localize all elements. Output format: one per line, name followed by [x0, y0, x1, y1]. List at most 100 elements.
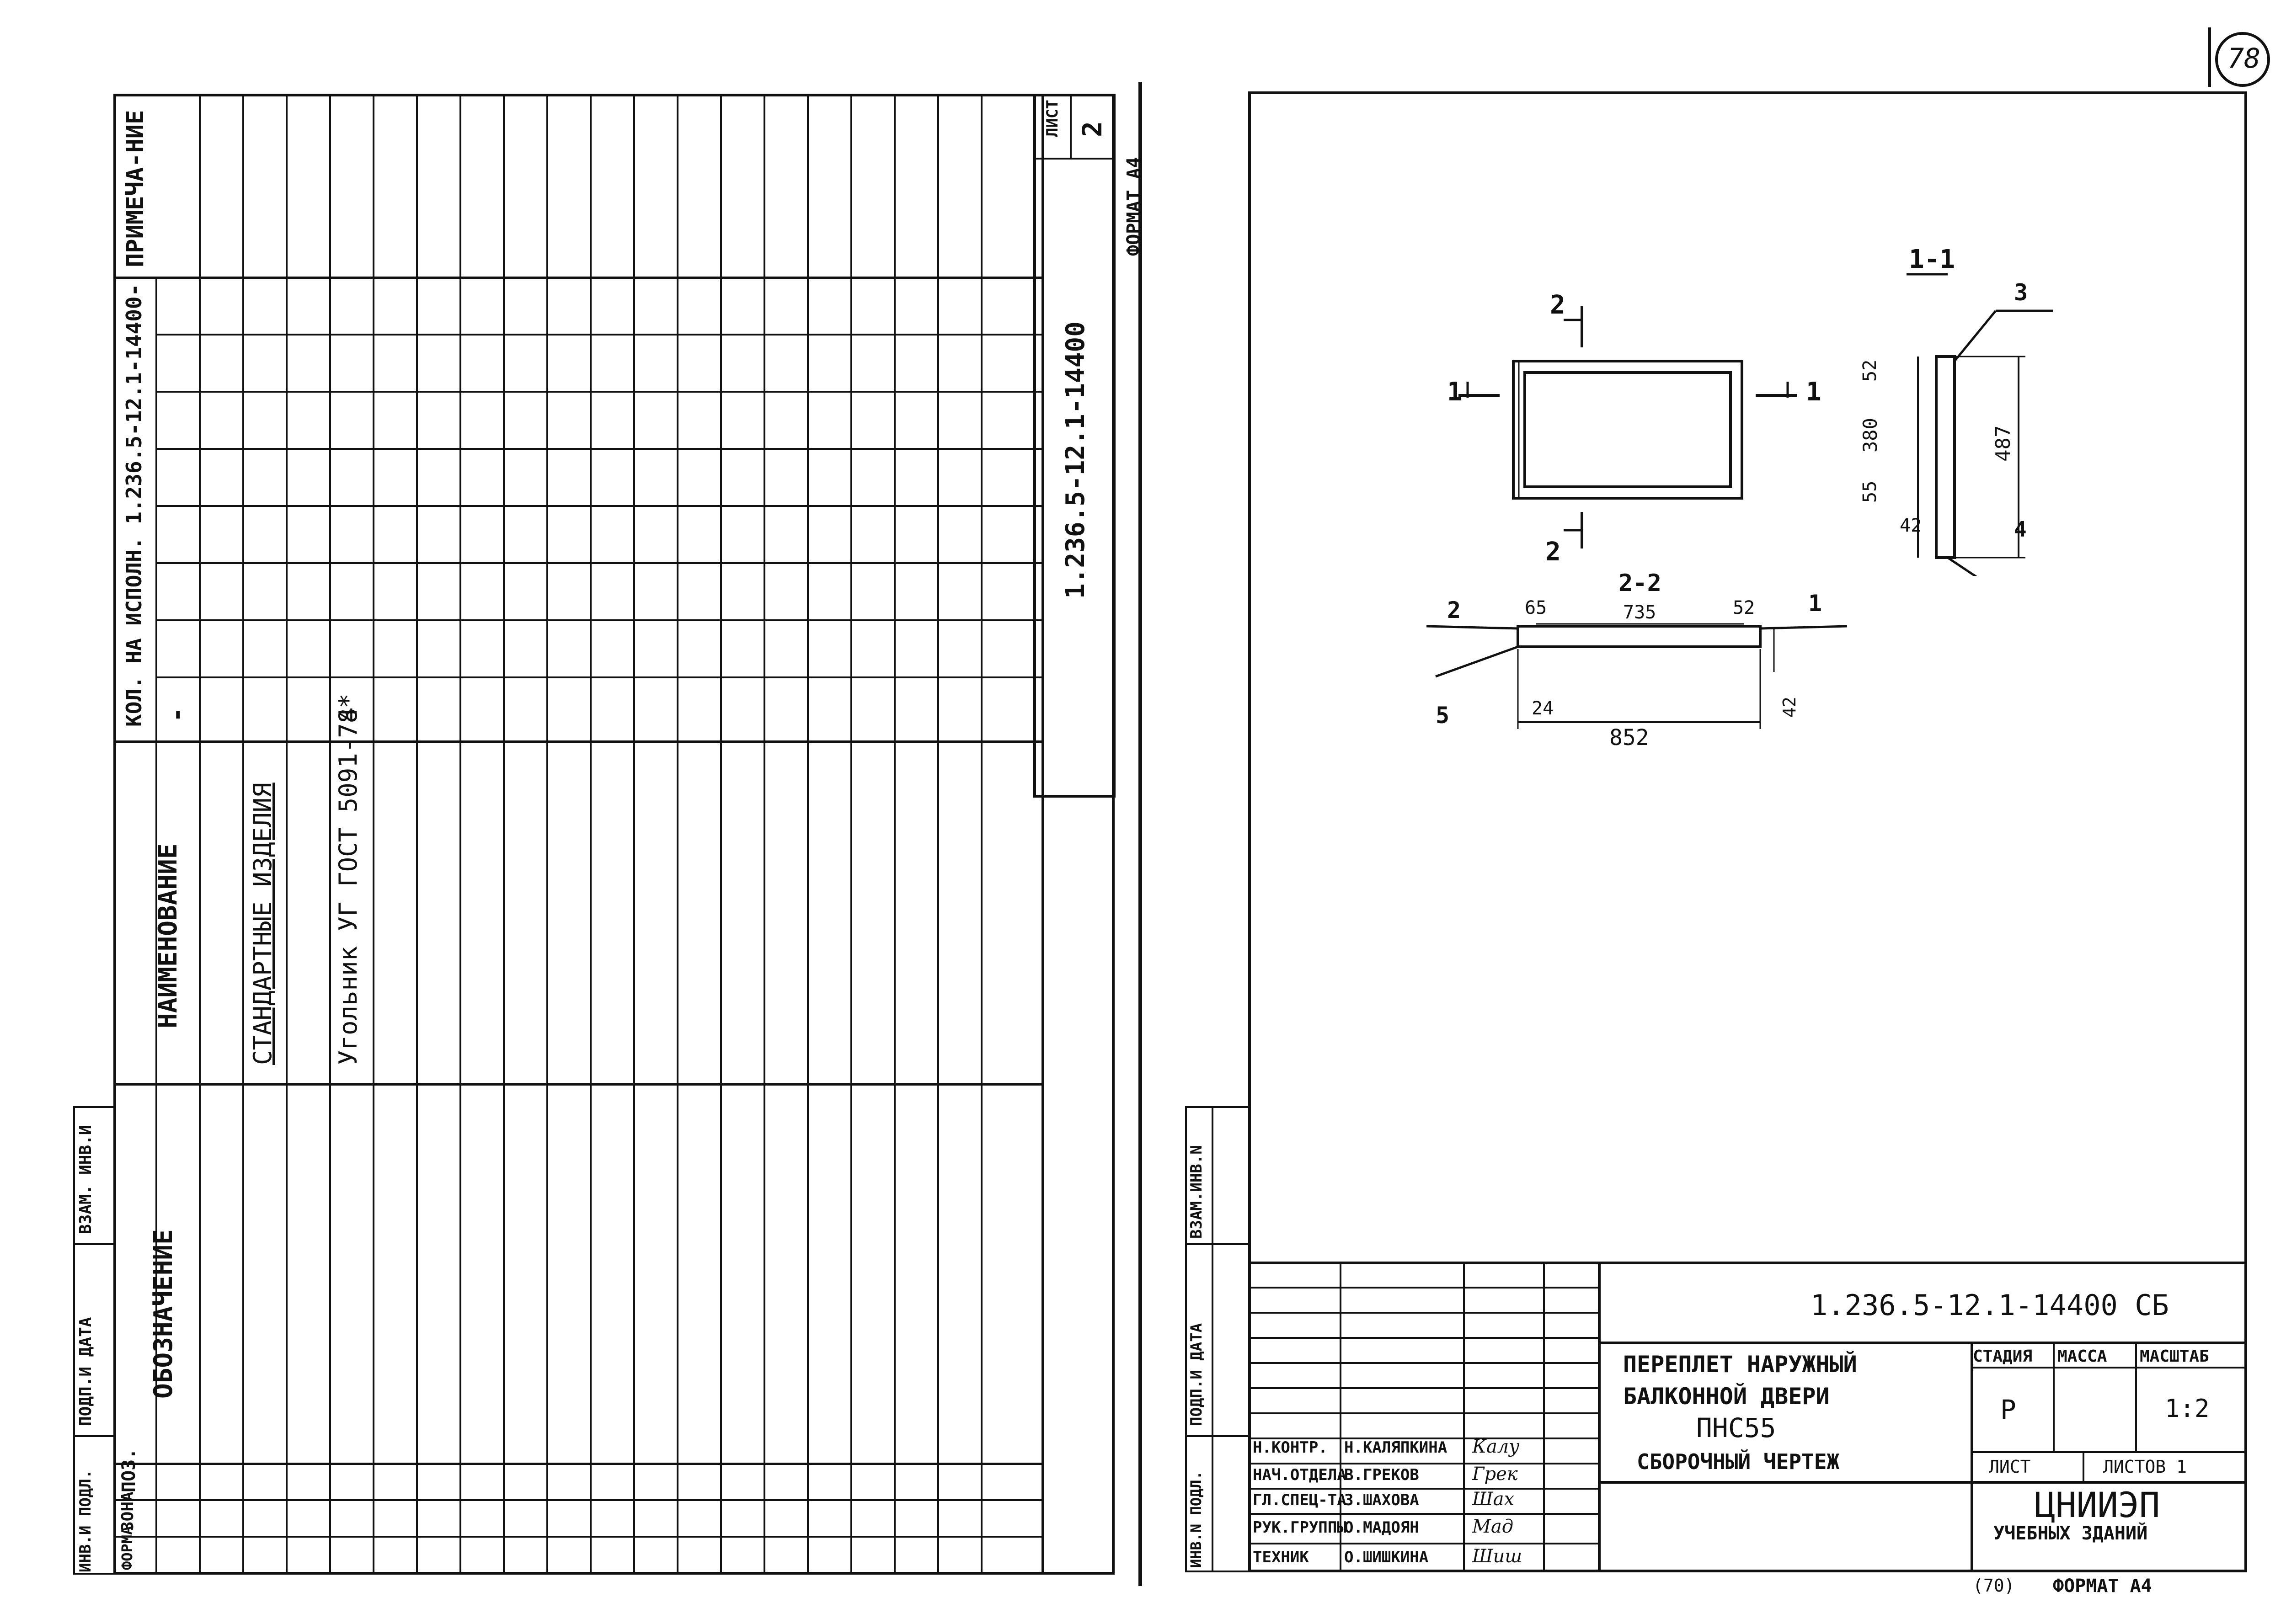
header-quantity: КОЛ. НА ИСПОЛН. 1.236.5-12.1-14400-	[122, 283, 146, 727]
dim-55: 55	[1859, 480, 1880, 503]
left-sheet-frame	[113, 94, 1115, 1575]
table-row-line	[981, 94, 983, 1575]
scale-value: 1:2	[2165, 1394, 2210, 1423]
section-1-1-body	[1935, 355, 1956, 559]
row-standard-items-name: СТАНДАРТНЫЕ ИЗДЕЛИЯ	[248, 783, 277, 1065]
title-row-line	[1598, 1481, 2247, 1484]
mass-label: МАССА	[2057, 1347, 2107, 1366]
table-row-line	[546, 94, 548, 1575]
signature-mark: Калу	[1472, 1436, 1520, 1457]
header-zona: ЗОНА	[118, 1491, 137, 1531]
right-side-stamp-inv-podl: ИНВ.N ПОДЛ.	[1187, 1471, 1205, 1568]
side-stamp-frame	[73, 1106, 115, 1575]
dim-52-right: 52	[1733, 597, 1755, 618]
section-2-2-label: 2-2	[1618, 570, 1661, 597]
qty-row-line	[155, 391, 1042, 393]
signature-role: Н.КОНТР.	[1253, 1438, 1328, 1457]
dim-852: 852	[1609, 725, 1649, 751]
signature-row-line	[1248, 1337, 1598, 1339]
scale-label: МАСШТАБ	[2140, 1347, 2209, 1366]
dim-52-top: 52	[1859, 359, 1880, 382]
section-2-2-leader-1	[1760, 625, 1848, 630]
signature-row-line	[1248, 1438, 1598, 1439]
stage-value: Р	[2000, 1394, 2016, 1425]
dim-42-left: 42	[1900, 515, 1922, 536]
left-sheet-number-divider	[1033, 158, 1116, 160]
left-doc-code: 1.236.5-12.1-14400	[1061, 321, 1090, 599]
header-name: НАИМЕНОВАНИЕ	[153, 843, 183, 1028]
callout-5: 5	[1436, 702, 1450, 729]
signature-row-line	[1248, 1412, 1598, 1414]
signature-name: В.ГРЕКОВ	[1344, 1466, 1419, 1484]
signature-mark: Шиш	[1472, 1546, 1522, 1567]
section-2-2	[1426, 623, 1848, 729]
side-stamp-divider	[73, 1435, 114, 1437]
sheets-label: ЛИСТОВ 1	[2103, 1457, 2187, 1477]
signature-role: ТЕХНИК	[1253, 1548, 1309, 1566]
code-row-line	[1598, 1342, 2247, 1344]
row-standard-items-qty: -	[162, 707, 191, 722]
org-sub: УЧЕБНЫХ ЗДАНИЙ	[1993, 1523, 2148, 1544]
table-row-line	[459, 94, 461, 1575]
title-doc-code: 1.236.5-12.1-14400 СБ	[1811, 1289, 2169, 1322]
row-angle-qty: 4	[334, 707, 363, 722]
dim-65: 65	[1525, 597, 1547, 618]
dim-487: 487	[1992, 425, 2015, 462]
title-line-2: БАЛКОННОЙ ДВЕРИ	[1623, 1383, 1830, 1410]
signature-name: О.ШИШКИНА	[1344, 1548, 1429, 1566]
signature-role: РУК.ГРУППЫ	[1253, 1518, 1346, 1537]
qty-row-line	[155, 676, 1042, 678]
qty-row-line	[155, 505, 1042, 507]
stage-label: СТАДИЯ	[1973, 1347, 2033, 1366]
cut-mark-2-bottom: 2	[1545, 537, 1561, 567]
org-name: ЦНИИЭП	[2035, 1485, 2160, 1525]
left-divider-notes	[113, 277, 1042, 279]
left-divider-poz	[113, 1463, 1042, 1465]
left-divider-forma	[113, 1536, 1042, 1538]
leader-4	[1947, 556, 1977, 576]
table-row-line	[850, 94, 852, 1575]
left-sheet-label: ЛИСТ	[1043, 100, 1062, 137]
cut-mark-1-right: 1	[1806, 377, 1821, 407]
frame-outer-outline	[1512, 360, 1743, 500]
frame-inner-outline	[1523, 371, 1732, 488]
callout-1: 1	[1808, 590, 1822, 617]
title-block-col	[1463, 1262, 1465, 1572]
left-sheet-number-divider	[1070, 94, 1072, 158]
signature-mark: Грек	[1472, 1464, 1518, 1485]
callout-3: 3	[2014, 279, 2028, 306]
signature-row-line	[1248, 1543, 1598, 1544]
assembly-drawing	[1426, 306, 1848, 729]
signature-row-line	[1248, 1362, 1598, 1364]
row-angle-name: Угольник УГ ГОСТ 5091-78*	[334, 693, 363, 1065]
table-row-line	[416, 94, 418, 1575]
qty-row-line	[155, 562, 1042, 564]
right-side-stamp-podp-data: ПОДП.И ДАТА	[1187, 1323, 1206, 1426]
signature-row-line	[1248, 1387, 1598, 1389]
table-row-line	[894, 94, 896, 1575]
fold-line	[1138, 82, 1142, 1586]
right-sheet-frame	[1248, 91, 2247, 1572]
left-doc-code-box	[1033, 94, 1116, 798]
signature-name: Н.КАЛЯПКИНА	[1344, 1438, 1447, 1457]
callout-4: 4	[2014, 517, 2027, 542]
signature-mark: Шах	[1472, 1489, 1515, 1510]
right-side-stamp-frame	[1185, 1106, 1250, 1572]
right-side-stamp-vzam-inv: ВЗАМ.ИНВ.N	[1187, 1145, 1206, 1239]
table-row-line	[1042, 94, 1044, 1575]
cut-mark-1-left: 1	[1447, 377, 1463, 407]
cut-mark-2-top: 2	[1550, 290, 1565, 320]
stage-col-line	[2135, 1342, 2137, 1451]
sheet-label: ЛИСТ	[1989, 1457, 2031, 1477]
title-block-main	[1598, 1262, 1601, 1572]
right-side-stamp-divider	[1185, 1435, 1249, 1437]
table-row-line	[633, 94, 635, 1575]
signature-row-line	[1248, 1287, 1598, 1289]
dim-735: 735	[1623, 602, 1656, 623]
section-2-2-leader-5	[1435, 645, 1518, 678]
dim-42-right: 42	[1779, 697, 1800, 718]
signature-row-line	[1248, 1312, 1598, 1314]
signature-name: О.МАДОЯН	[1344, 1518, 1419, 1537]
leader-3	[1954, 310, 1997, 362]
right-side-stamp-divider	[1185, 1243, 1249, 1245]
